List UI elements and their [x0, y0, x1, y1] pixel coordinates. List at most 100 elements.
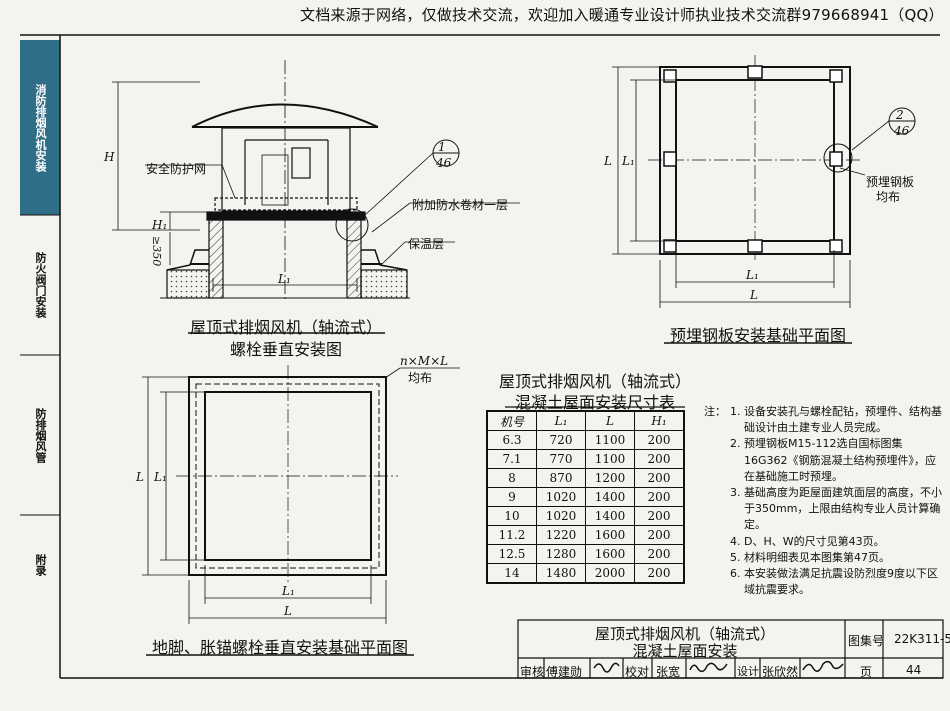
label-waterproof-layer: 附加防水卷材一层 — [412, 198, 509, 212]
note-item: 4. D、H、W的尺寸见第43页。 — [730, 534, 885, 548]
table-cell: 200 — [634, 525, 685, 545]
table-cell: 1020 — [536, 506, 586, 526]
label-insulation: 保温层 — [408, 237, 445, 251]
table-header-cell: 机号 — [486, 410, 537, 431]
signature-checker — [689, 662, 728, 673]
tb-title-line2: 混凝土屋面安装 — [632, 642, 738, 660]
side-tab-label: 防排烟风管 — [34, 407, 47, 463]
dim-H: H — [104, 150, 115, 164]
table-cell: 200 — [634, 487, 685, 507]
note-item: 6. 本安装做法满足抗震设防烈度9度以下区域抗震要求。 — [730, 567, 938, 597]
table-cell: 1200 — [585, 468, 635, 488]
side-tab-label: 消防排烟风机安装 — [34, 83, 47, 172]
table-cell: 1220 — [536, 525, 586, 545]
detail-ref-number: 2 — [896, 108, 904, 122]
table-cell: 7.1 — [486, 449, 537, 469]
side-tab-appendix[interactable]: 附录 — [20, 515, 60, 615]
table-cell: 6.3 — [486, 430, 537, 450]
note-item: 5. 材料明细表见本图集第47页。 — [730, 550, 890, 564]
tb-review-label: 审核 — [520, 665, 545, 679]
signature-reviewer — [593, 662, 620, 673]
detail-ref-page: 46 — [436, 156, 452, 170]
table-cell: 12.5 — [486, 544, 537, 564]
tb-checker: 张宽 — [656, 665, 681, 679]
table-cell: 200 — [634, 430, 685, 450]
table-cell: 1600 — [585, 525, 635, 545]
tb-page-label: 页 — [860, 665, 873, 679]
tb-reviewer: 傅建勋 — [546, 665, 583, 679]
table-cell: 14 — [486, 563, 537, 584]
label-evenly-spaced: 均布 — [408, 371, 433, 385]
table-cell: 200 — [634, 449, 685, 469]
label-safety-guard: 安全防护网 — [146, 162, 207, 176]
tb-title-line1: 屋顶式排烟风机（轴流式） — [594, 625, 775, 643]
table-title-line1: 屋顶式排烟风机（轴流式） — [498, 372, 691, 391]
detail-ref-page: 46 — [894, 124, 910, 138]
table-cell: 1600 — [585, 544, 635, 564]
table-cell: 770 — [536, 449, 586, 469]
table-cell: 200 — [634, 506, 685, 526]
dim-L1: L₁ — [282, 584, 295, 598]
table-header-cell: H₁ — [634, 410, 685, 431]
table-header-cell: L — [585, 410, 635, 431]
tb-atlas-label: 图集号 — [848, 634, 885, 648]
dim-L: L — [136, 470, 144, 484]
dim-L: L — [604, 154, 612, 168]
note-item: 3. 基础高度为距屋面建筑面层的高度，不小于350mm，上限由结构专业人员计算确… — [730, 486, 942, 532]
tb-atlas-number: 22K311-5 — [894, 632, 950, 646]
table-cell: 1400 — [585, 506, 635, 526]
side-tab-fan-install[interactable]: 消防排烟风机安装 — [20, 40, 60, 215]
fig1-title-line1: 屋顶式排烟风机（轴流式） — [189, 318, 382, 337]
fig2-title: 预埋钢板安装基础平面图 — [669, 326, 846, 345]
table-cell: 11.2 — [486, 525, 537, 545]
notes-block: 注： 1. 设备安装孔与螺栓配钻，预埋件、结构基础设计由土建专业人员完成。 2.… — [704, 404, 942, 598]
notes-heading: 注： — [704, 405, 726, 418]
note-item: 1. 设备安装孔与螺栓配钻，预埋件、结构基础设计由土建专业人员完成。 — [730, 405, 942, 435]
table-header-cell: L₁ — [536, 410, 586, 431]
table-cell: 9 — [486, 487, 537, 507]
table-cell: 1100 — [585, 430, 635, 450]
note-item: 2. 预埋钢板M15-112选自国标图集16G362《钢筋混凝土结构预埋件》，应… — [730, 437, 937, 483]
table-cell: 200 — [634, 468, 685, 488]
side-tab-fire-damper[interactable]: 防火阀门安装 — [20, 215, 60, 355]
label-evenly-spaced: 均布 — [876, 190, 901, 204]
table-cell: 1280 — [536, 544, 586, 564]
label-embedded-plate: 预埋钢板 — [866, 175, 915, 189]
label-bolt-spec: n×M×L — [400, 354, 449, 368]
table-cell: 720 — [536, 430, 586, 450]
tb-page-number: 44 — [906, 663, 922, 677]
dim-L1: L₁ — [622, 154, 635, 168]
dim-H1: H₁ — [152, 218, 168, 232]
dim-L1: L₁ — [154, 470, 167, 484]
fig3-title: 地脚、胀锚螺栓垂直安装基础平面图 — [151, 638, 408, 657]
table-cell: 870 — [536, 468, 586, 488]
side-tab-label: 附录 — [34, 554, 47, 576]
fig1-title-line2: 螺栓垂直安装图 — [229, 340, 342, 359]
table-cell: 8 — [486, 468, 537, 488]
table-cell: 200 — [634, 563, 685, 584]
tb-check-label: 校对 — [625, 665, 650, 679]
fan-elevation — [112, 60, 520, 300]
dim-L1: L₁ — [278, 272, 291, 286]
title-block-grid — [517, 619, 944, 679]
table-cell: 1400 — [585, 487, 635, 507]
dim-min-350: ≥350 — [150, 236, 163, 267]
side-tab-smoke-duct[interactable]: 防排烟风管 — [20, 355, 60, 515]
anchor-bolt-plan — [142, 365, 460, 624]
table-cell: 1480 — [536, 563, 586, 584]
dim-L1: L₁ — [746, 268, 759, 282]
table-cell: 1020 — [536, 487, 586, 507]
steel-plate-plan — [612, 55, 916, 308]
table-cell: 1100 — [585, 449, 635, 469]
